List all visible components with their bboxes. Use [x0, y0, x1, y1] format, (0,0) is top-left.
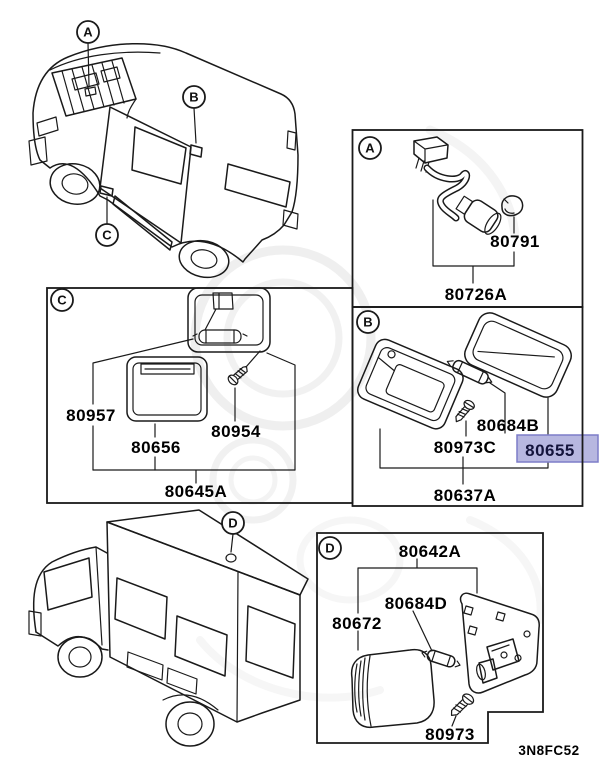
part-80684b-bulb-drawing — [446, 359, 493, 385]
part-label-80656: 80656 — [131, 438, 181, 457]
highlight-box-80655[interactable] — [516, 434, 599, 463]
section-a-content: 80791 80726A — [413, 136, 540, 304]
section-b-content: 80684B 80973C 80655 80637A — [356, 312, 599, 505]
van-callout-a: A — [76, 20, 100, 87]
part-label-80672: 80672 — [332, 614, 382, 633]
truck-rear-wheel — [162, 694, 219, 747]
part-label-80957: 80957 — [66, 406, 116, 425]
part-label-80973: 80973 — [425, 725, 475, 744]
part-80973c-screw-drawing — [455, 399, 475, 423]
part-80642a-bracket-drawing — [459, 592, 540, 694]
van-front-wheel — [49, 163, 101, 205]
detail-box-frames — [46, 129, 584, 744]
van-callout-c: C — [95, 196, 119, 247]
part-label-80684b: 80684B — [477, 416, 540, 435]
section-d-content: 80642A 80684D 80672 80973 — [332, 542, 540, 744]
part-80637a-housing-drawing — [356, 338, 464, 430]
truck-front-wheel — [57, 636, 103, 678]
detail-box-d — [316, 532, 544, 744]
part-label-80954: 80954 — [211, 422, 261, 441]
watermark-pattern — [190, 125, 545, 702]
part-label-80645a: 80645A — [165, 482, 228, 501]
highlighted-part-80655[interactable]: 80655 — [516, 434, 599, 463]
van-callout-a-letter: A — [83, 25, 93, 40]
part-80973-screw-drawing — [450, 693, 475, 716]
truck-callout-d: D — [221, 511, 245, 563]
van-callout-c-letter: C — [102, 228, 112, 243]
box-callouts: A B C D — [50, 136, 382, 560]
part-80672-lens-drawing — [350, 648, 435, 729]
box-c-letter: C — [57, 293, 67, 308]
part-80645a-housing-drawing — [187, 287, 271, 353]
part-label-80642a: 80642A — [399, 542, 462, 561]
part-label-80684d: 80684D — [385, 594, 448, 613]
detail-box-c — [46, 287, 354, 504]
part-80954-screw-drawing — [227, 365, 248, 386]
van-illustration: A B C — [28, 20, 299, 279]
box-a-letter: A — [365, 141, 375, 156]
part-label-80655[interactable]: 80655 — [525, 441, 575, 460]
box-b-letter: B — [363, 315, 372, 330]
truck-callout-d-letter: D — [228, 516, 237, 531]
figure-code: 3N8FC52 — [518, 743, 579, 758]
part-label-80726a: 80726A — [445, 285, 508, 304]
van-callout-b: B — [182, 85, 206, 144]
box-d-letter: D — [325, 541, 334, 556]
part-80684d-bulb-drawing — [421, 649, 461, 668]
part-label-80637a: 80637A — [434, 486, 497, 505]
section-c-content: 80957 80656 80954 80645A — [66, 287, 296, 501]
part-label-80791: 80791 — [490, 232, 540, 251]
part-label-80973c: 80973C — [434, 438, 497, 457]
part-80655-lens-drawing — [464, 312, 572, 398]
part-80726a-harness-drawing — [413, 136, 502, 235]
part-80791-cap-drawing — [501, 195, 524, 217]
van-callout-b-letter: B — [189, 90, 198, 105]
part-80656-lens-drawing — [126, 356, 208, 422]
van-rear-wheel — [178, 239, 230, 279]
truck-illustration: D — [28, 509, 309, 747]
